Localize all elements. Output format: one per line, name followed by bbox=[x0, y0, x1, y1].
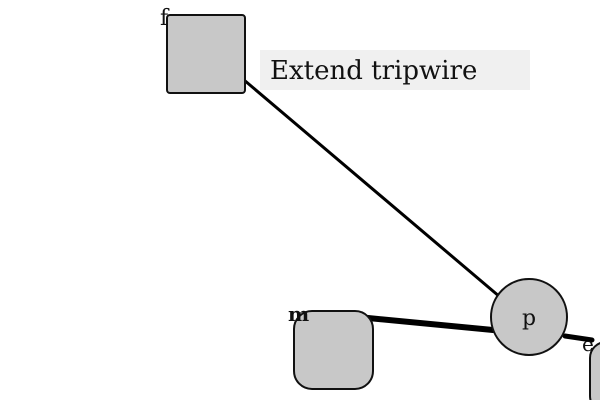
action-text-box bbox=[260, 50, 530, 90]
node-f[interactable] bbox=[166, 14, 246, 94]
edge-m-p bbox=[365, 315, 496, 333]
node-p[interactable] bbox=[490, 278, 568, 356]
edge-f-p bbox=[242, 78, 502, 299]
label-f: f bbox=[160, 6, 170, 31]
label-e: e bbox=[582, 332, 594, 356]
edge-p-e bbox=[562, 333, 595, 343]
label-m: m bbox=[288, 302, 309, 326]
node-e[interactable] bbox=[589, 342, 600, 400]
label-p: p bbox=[522, 306, 536, 331]
node-m[interactable] bbox=[293, 310, 374, 390]
action-text: Extend tripwire bbox=[270, 56, 477, 86]
